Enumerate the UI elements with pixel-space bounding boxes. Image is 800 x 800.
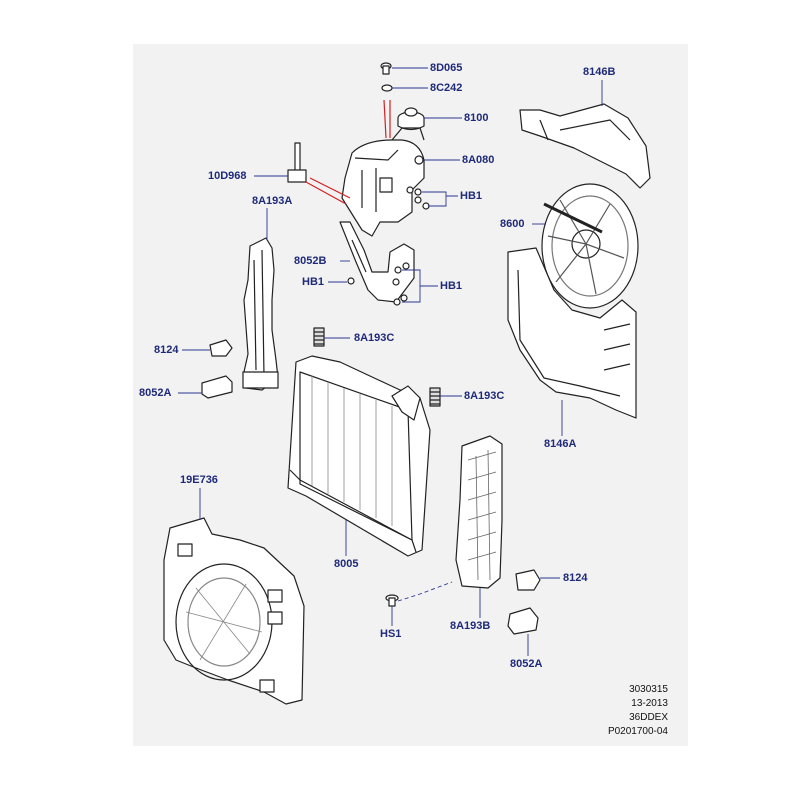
- callout-8146a: 8146A: [544, 438, 577, 450]
- part-8052b-bracket: [339, 221, 415, 303]
- callout-8d065: 8D065: [430, 62, 463, 74]
- callout-8124-right: 8124: [563, 572, 588, 584]
- callout-8600: 8600: [500, 218, 525, 230]
- part-8146b-upper-shroud: [519, 103, 651, 189]
- callout-8146b: 8146B: [583, 66, 616, 78]
- callout-8100: 8100: [464, 112, 489, 124]
- part-8124-clip-left: [209, 339, 233, 357]
- part-10d968-sensor: [287, 142, 307, 183]
- part-8100-cap: [397, 107, 425, 131]
- part-8005-radiator: [287, 355, 431, 557]
- part-8a193a-side-seal: [242, 237, 279, 391]
- part-8a193c-spring-upper: [313, 327, 325, 347]
- callout-8a193c-right: 8A193C: [464, 390, 505, 402]
- callout-8a080: 8A080: [462, 154, 495, 166]
- part-8146a-lower-shroud: [507, 247, 637, 419]
- assembly-path-lines: [305, 99, 391, 205]
- drawing-date: 13-2013: [631, 698, 668, 709]
- callout-hb1-left: HB1: [302, 276, 325, 288]
- callout-hb1-right: HB1: [440, 280, 463, 292]
- drawing-number: 3030315: [629, 684, 668, 695]
- part-8c242-seal: [381, 84, 393, 92]
- part-8a193b-side-seal: [455, 435, 503, 589]
- callout-8a193a: 8A193A: [252, 195, 293, 207]
- callout-8c242: 8C242: [430, 82, 463, 94]
- part-8a193c-spring-right: [429, 387, 441, 407]
- callout-8052a-right: 8052A: [510, 658, 543, 670]
- callout-8052b: 8052B: [294, 255, 327, 267]
- part-hb1-bolts: [347, 188, 430, 306]
- callout-10d968: 10D968: [208, 170, 247, 182]
- drawing-reference: P0201700-04: [607, 726, 668, 737]
- callout-8005: 8005: [334, 558, 359, 570]
- callout-hs1: HS1: [380, 628, 402, 640]
- callout-8a193c-upper: 8A193C: [354, 332, 395, 344]
- part-8d065-bolt: [380, 62, 392, 75]
- callout-8124-left: 8124: [154, 344, 179, 356]
- part-19e736-fan-assembly: [163, 517, 305, 705]
- callout-8a193b: 8A193B: [450, 620, 491, 632]
- part-8a080-expansion-tank: [341, 127, 425, 237]
- callout-hb1-upper: HB1: [460, 190, 483, 202]
- drawing-code: 36DDEX: [629, 712, 668, 723]
- part-8052a-bracket-right: [507, 607, 539, 635]
- leader-lines: [178, 67, 603, 656]
- part-8600-fan: [541, 183, 639, 309]
- callout-8052a-left: 8052A: [139, 387, 172, 399]
- part-hs1-screw: [385, 594, 399, 607]
- callout-19e736: 19E736: [180, 474, 218, 486]
- part-8052a-bracket-left: [201, 375, 233, 399]
- part-8124-clip-right: [515, 569, 541, 591]
